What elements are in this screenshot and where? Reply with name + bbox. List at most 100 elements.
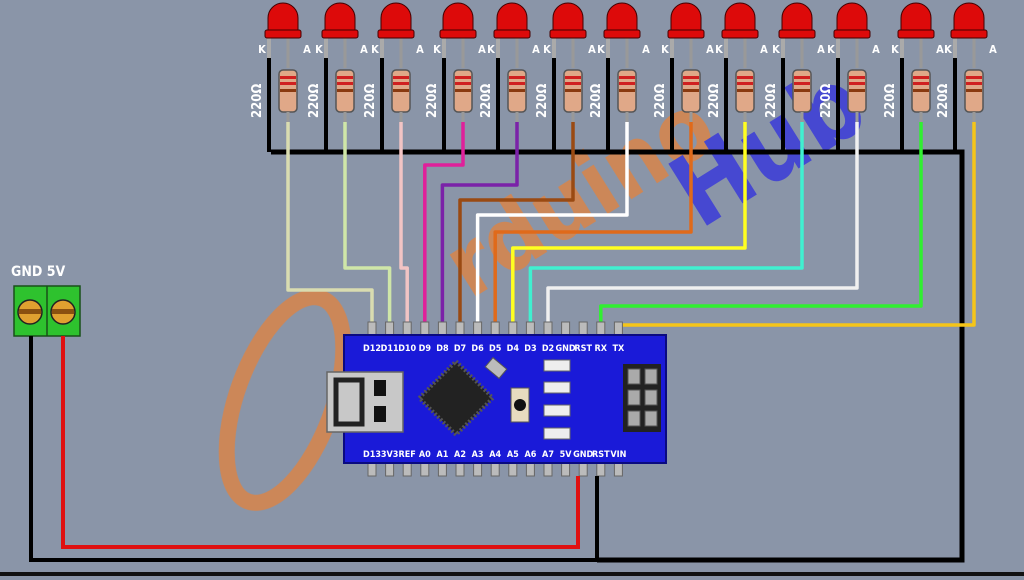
header-pin (543, 321, 553, 337)
header-pin (385, 321, 395, 337)
led-rim (549, 29, 587, 39)
resistor-band (966, 76, 982, 79)
resistor-band (455, 82, 471, 85)
header-pin (525, 321, 535, 337)
pin-label-bottom: A3 (472, 450, 484, 460)
pin-label-bottom: 3V3 (381, 450, 399, 460)
pin-label-bottom: A7 (542, 450, 554, 460)
mcu-chip-icon (416, 358, 496, 438)
pin-label-top: D3 (524, 344, 536, 354)
led-cathode-label: K (487, 43, 495, 56)
led-rim (439, 29, 477, 39)
smd-led-icon (543, 404, 571, 417)
pin-label-top: D12 (363, 344, 381, 354)
resistor-band (737, 89, 753, 92)
vcc-power-wire (61, 336, 580, 549)
icsp-pin (644, 368, 658, 385)
resistor-band (966, 89, 982, 92)
led-icon (496, 2, 528, 31)
header-pin (473, 321, 483, 337)
resistor-band (280, 82, 296, 85)
resistor-band (393, 76, 409, 79)
pin-label-top: D4 (507, 344, 520, 354)
led-rim (667, 29, 705, 39)
resistor-value-label: 220Ω (883, 84, 898, 118)
smd-led-icon (543, 381, 571, 394)
led-anode-label: A (817, 43, 825, 56)
icsp-pin (627, 410, 641, 427)
resistor-band (794, 82, 810, 85)
bottom-border (0, 572, 1024, 576)
resistor-band (393, 82, 409, 85)
signal-wire-d7 (458, 122, 575, 332)
resistor-band (565, 76, 581, 79)
reset-button-cap (514, 399, 526, 411)
usb-contact (374, 380, 386, 396)
resistor-band (619, 82, 635, 85)
resistor-band (280, 89, 296, 92)
header-pin (437, 321, 447, 337)
led-anode-label: A (989, 43, 997, 56)
resistor-band (737, 82, 753, 85)
led-rim (264, 29, 302, 39)
resistor-value-label: 220Ω (425, 84, 440, 118)
header-pin (613, 321, 623, 337)
pin-label-top: RST (574, 344, 592, 354)
resistor-band (455, 89, 471, 92)
resistor-band (509, 76, 525, 79)
screw-terminal-block (13, 285, 81, 337)
resistor-band (337, 82, 353, 85)
pin-label-top: GND (556, 344, 576, 354)
led-icon (670, 2, 702, 31)
header-pin (596, 321, 606, 337)
screw-slot (52, 309, 74, 314)
led-rim (897, 29, 935, 39)
resistor-value-label: 220Ω (764, 84, 779, 118)
header-pin (420, 321, 430, 337)
icsp-pin (627, 368, 641, 385)
pin-label-bottom: RST (592, 450, 610, 460)
led-rim (321, 29, 359, 39)
led-rim (950, 29, 988, 39)
header-pin (508, 321, 518, 337)
led-rim (603, 29, 641, 39)
resistor-band (683, 89, 699, 92)
smd-led-icon (543, 427, 571, 440)
led-icon (900, 2, 932, 31)
icsp-pin (627, 389, 641, 406)
resistor-value-label: 220Ω (589, 84, 604, 118)
led-rim (493, 29, 531, 39)
pin-label-bottom: REF (399, 450, 416, 460)
led-icon (953, 2, 985, 31)
led-cathode-label: K (597, 43, 605, 56)
led-anode-label: A (706, 43, 714, 56)
resistor-band (337, 89, 353, 92)
led-cathode-label: K (661, 43, 669, 56)
resistor-band (966, 82, 982, 85)
led-cathode-label: K (944, 43, 952, 56)
pin-label-top: D11 (381, 344, 399, 354)
led-rim (377, 29, 415, 39)
led-cathode-label: K (772, 43, 780, 56)
led-rim (778, 29, 816, 39)
pin-label-bottom: A5 (507, 450, 519, 460)
resistor-band (913, 89, 929, 92)
led-icon (552, 2, 584, 31)
resistor-band (794, 76, 810, 79)
led-anode-label: A (478, 43, 486, 56)
power-terminal-label: GND 5V (11, 264, 65, 280)
header-pin (402, 321, 412, 337)
led-icon (724, 2, 756, 31)
screw-slot (19, 309, 41, 314)
led-icon (324, 2, 356, 31)
led-cathode-label: K (258, 43, 266, 56)
